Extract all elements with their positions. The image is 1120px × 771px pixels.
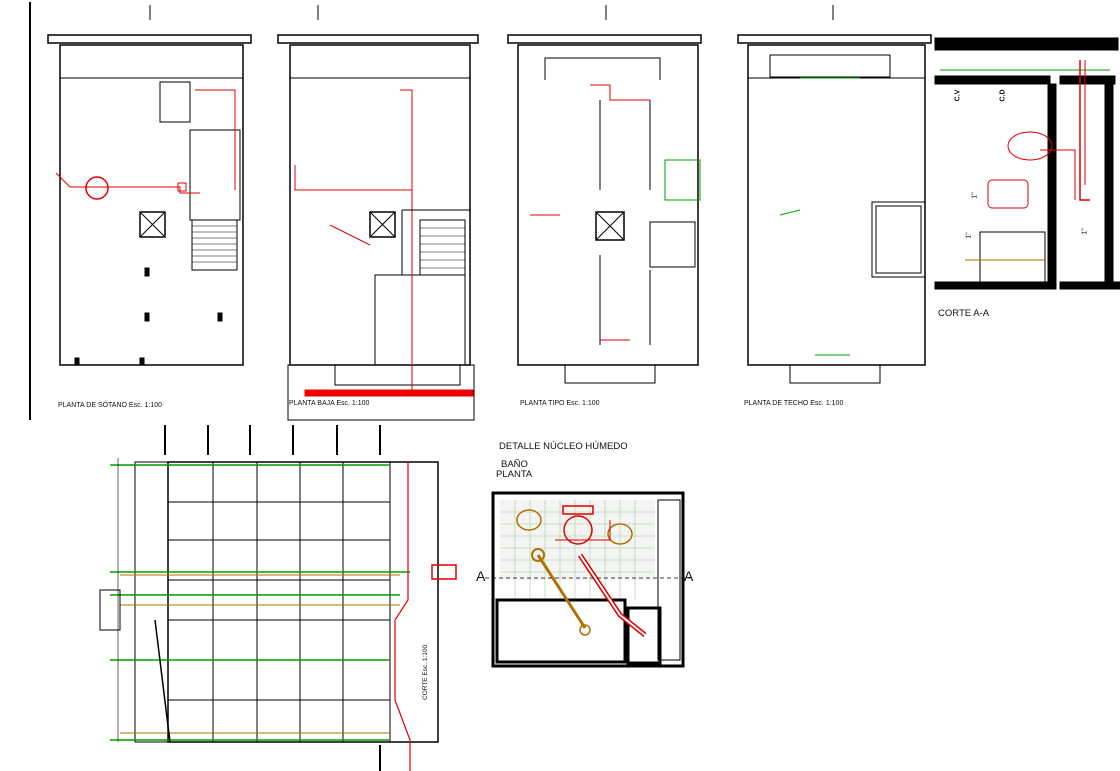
section-label-dia-2: 1" <box>965 232 973 239</box>
detail-bathroom-plan <box>485 491 692 668</box>
plan-baja <box>277 5 479 421</box>
section-label-cv: C.V <box>954 89 962 102</box>
elevation-label: CORTE Esc. 1:100 <box>422 644 429 700</box>
detail-cut-marker-right: A <box>684 568 694 584</box>
plan-techo <box>737 5 932 384</box>
detail-view-label: PLANTA <box>496 469 533 480</box>
detail-subtitle: BAÑO <box>501 459 528 470</box>
section-title: CORTE A-A <box>938 308 990 319</box>
building-elevation-section <box>99 425 457 771</box>
section-label-dia-3: 1" <box>1081 228 1089 235</box>
plan-sotano <box>47 5 252 366</box>
plan-tipo <box>507 5 702 384</box>
detail-title: DETALLE NÚCLEO HÚMEDO <box>499 441 628 452</box>
detail-cut-marker-left: A <box>476 568 486 584</box>
section-a-a <box>934 37 1120 290</box>
section-label-dia-1: 1" <box>971 192 979 199</box>
plan-label-baja: PLANTA BAJA Esc. 1:100 <box>289 400 370 407</box>
plan-label-techo: PLANTA DE TECHO Esc. 1:100 <box>744 400 844 407</box>
section-label-cd: C.D <box>999 89 1007 102</box>
plan-label-tipo: PLANTA TIPO Esc. 1:100 <box>520 400 600 407</box>
plan-label-sotano: PLANTA DE SÓTANO Esc. 1:100 <box>58 402 162 409</box>
